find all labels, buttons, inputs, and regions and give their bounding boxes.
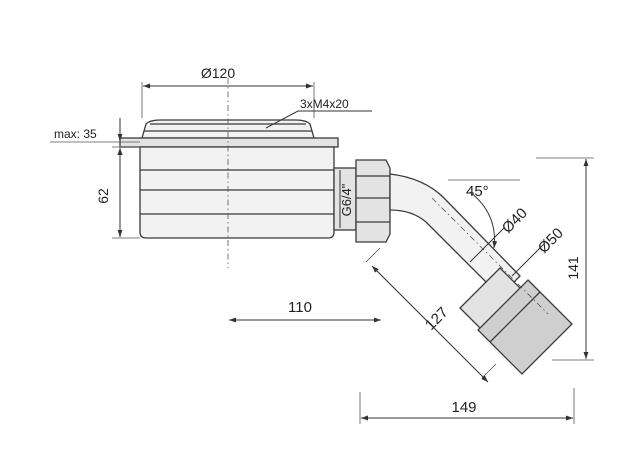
label-outlet-offset: 110: [288, 299, 312, 316]
label-cover-diameter: Ø120: [201, 65, 235, 81]
outlet-centerline: [431, 197, 549, 315]
siphon-housing: [139, 146, 335, 239]
label-angle: 45°: [466, 183, 489, 200]
label-body-height: 62: [95, 188, 111, 204]
label-outlet-inner: Ø40: [499, 205, 531, 237]
angle-arc: [469, 191, 498, 249]
label-total-width: 149: [451, 399, 476, 416]
label-screws: 3xM4x20: [300, 97, 349, 111]
siphon-body: [119, 119, 357, 239]
flange: [119, 137, 339, 148]
label-max-height: max: 35: [54, 127, 97, 141]
leader-screws: [265, 110, 372, 129]
label-outlet-outer: Ø50: [535, 225, 567, 257]
label-pipe-length: 127: [422, 304, 452, 334]
elbow-pipe: [389, 173, 573, 375]
dim-line-pipe-length: [371, 265, 489, 383]
label-thread: G6/4": [339, 183, 354, 216]
union-nut: [355, 159, 391, 243]
outlet-pipe: [477, 279, 573, 375]
label-total-height: 141: [565, 256, 581, 280]
